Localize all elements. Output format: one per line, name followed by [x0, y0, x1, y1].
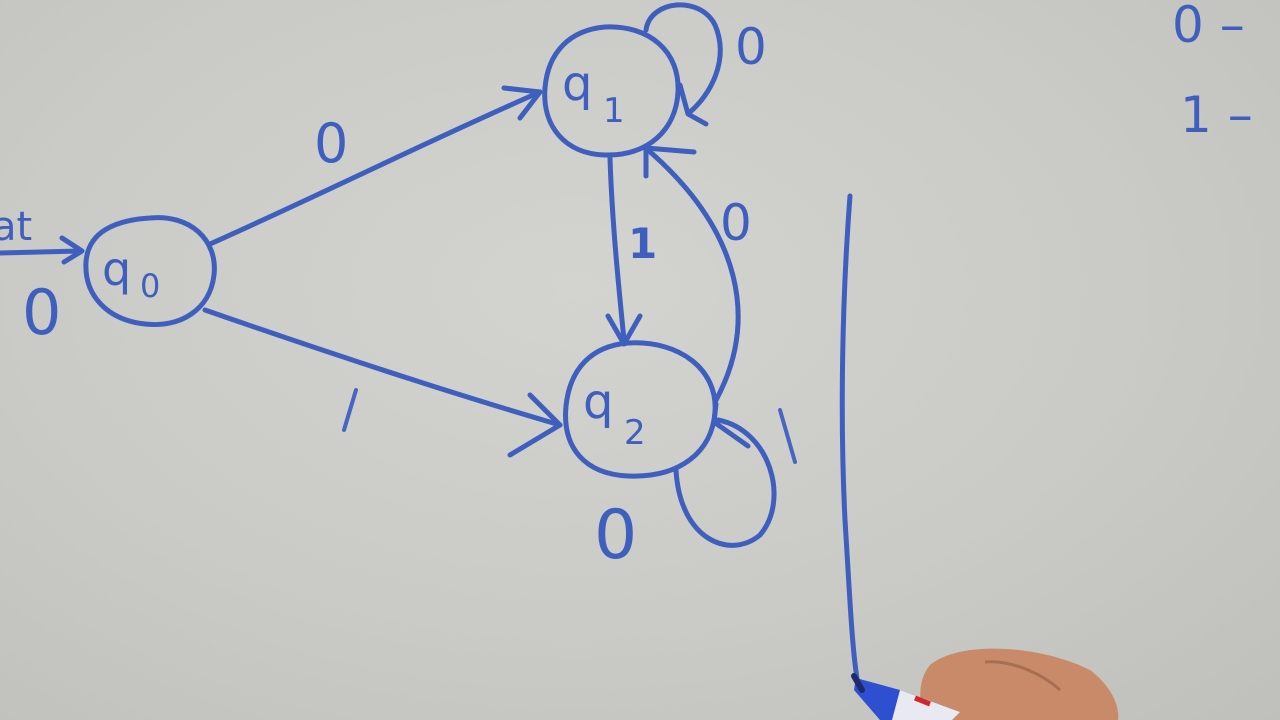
label-q1-q2: 1 — [628, 219, 657, 268]
label-q0-q1: 0 — [314, 112, 348, 175]
side-note-1: 1 – — [1180, 86, 1253, 144]
start-label: at — [0, 204, 32, 250]
start-arrow: at — [0, 204, 85, 265]
state-q0-subscript: 0 — [140, 267, 160, 305]
transition-q2-q1: 0 — [643, 145, 752, 405]
state-q0-letter: q — [102, 242, 131, 296]
state-q2: q 2 — [563, 340, 718, 479]
transition-q1-q2: 1 — [605, 155, 657, 347]
transition-q1-self: 0 — [643, 2, 767, 127]
state-q2-letter: q — [583, 374, 613, 430]
state-q2-subscript: 2 — [624, 413, 646, 453]
state-q1-subscript: 1 — [603, 91, 625, 131]
transition-q0-q1: 0 — [207, 85, 543, 247]
side-note-0: 0 – — [1172, 0, 1245, 54]
transition-q2-self: 1 — [673, 401, 797, 548]
label-q2-self-stroke — [778, 408, 797, 464]
label-q1-self: 0 — [735, 18, 767, 76]
label-q2-q1: 0 — [720, 194, 752, 252]
label-q0-q2-stroke — [342, 388, 358, 432]
q2-extra-label: 0 — [594, 496, 637, 575]
transition-q0-q2: 1 — [202, 307, 563, 458]
state-q1: q 1 — [542, 24, 681, 158]
side-notes: 0 – 1 – — [1172, 0, 1253, 144]
hand-with-marker — [851, 648, 1119, 720]
divider-line — [839, 193, 861, 688]
marker-pen — [851, 673, 960, 720]
q0-extra-label: 0 — [22, 276, 61, 349]
state-q0: q 0 — [83, 215, 217, 328]
hand — [920, 648, 1119, 720]
state-q1-letter: q — [562, 56, 592, 112]
